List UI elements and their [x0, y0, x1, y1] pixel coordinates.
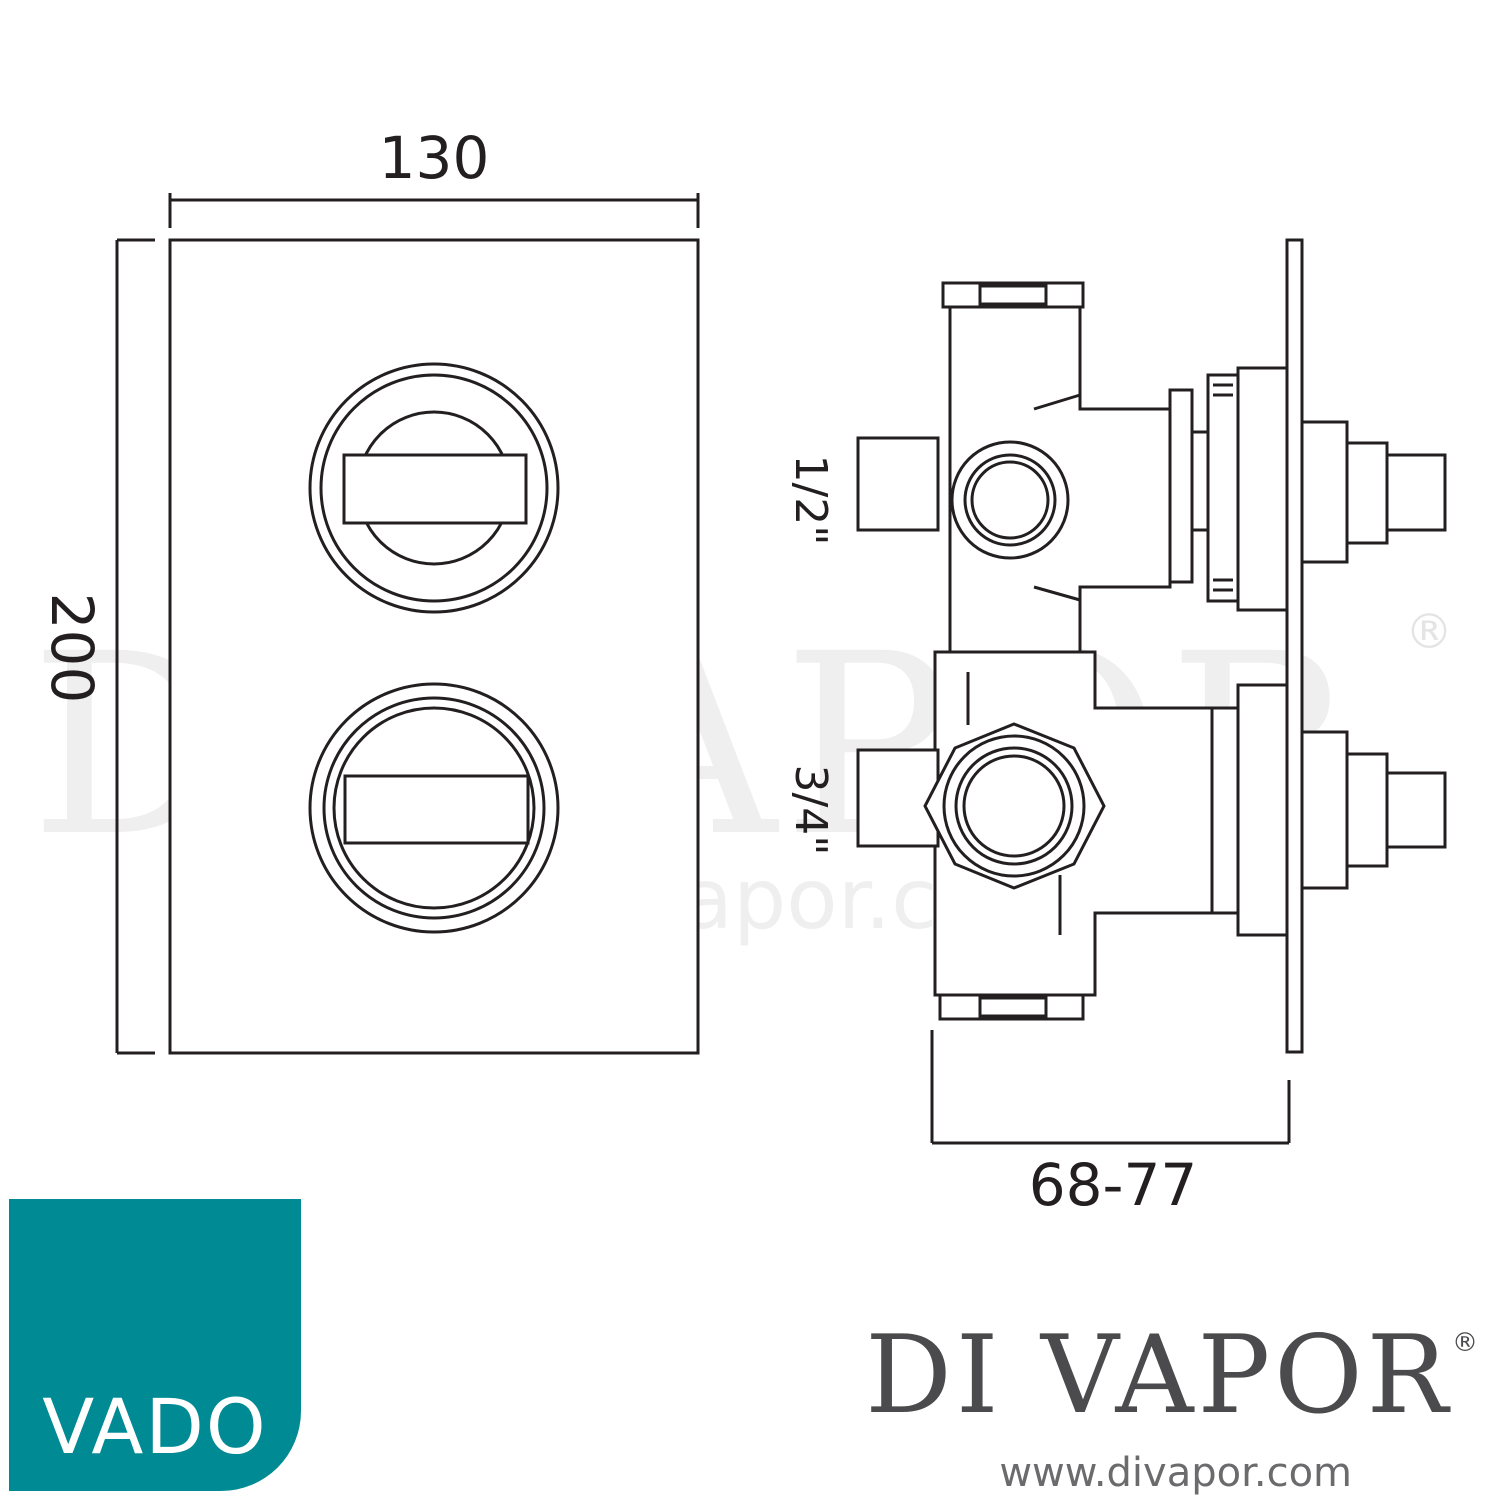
thread-label-lower: 3/4"	[785, 764, 836, 855]
brand-name: DI VAPOR®	[865, 1322, 1482, 1430]
upper-valve-body	[856, 281, 1210, 657]
lower-inlet-pipe	[856, 748, 940, 848]
upper-inlet-pipe	[856, 436, 940, 532]
brand-name-text: DI VAPOR	[865, 1313, 1452, 1438]
wall-plate	[1285, 238, 1304, 1054]
upper-control-knob	[308, 362, 560, 614]
vado-logo-text: VADO	[42, 1382, 268, 1471]
side-view: 68-77	[785, 238, 1447, 1219]
width-dimension: 130	[168, 124, 700, 228]
depth-dimension: 68-77	[930, 1030, 1291, 1219]
watermark-reg-mark: ®	[1405, 604, 1453, 660]
upper-spindle	[1206, 366, 1447, 612]
width-label: 130	[379, 124, 490, 192]
height-dimension: 200	[38, 238, 155, 1055]
brand-block: DI VAPOR® www.divapor.com	[865, 1322, 1482, 1497]
thread-label-upper: 1/2"	[785, 454, 836, 545]
depth-label: 68-77	[1029, 1151, 1198, 1219]
brand-reg-mark: ®	[1452, 1328, 1482, 1358]
vado-logo: VADO	[9, 1199, 301, 1491]
lower-control-knob	[308, 682, 560, 934]
lower-valve-body	[856, 650, 1214, 1021]
height-label: 200	[38, 593, 106, 704]
brand-url[interactable]: www.divapor.com	[999, 1450, 1352, 1496]
lower-spindle	[1210, 683, 1447, 937]
front-view: 130 200	[38, 124, 700, 1055]
